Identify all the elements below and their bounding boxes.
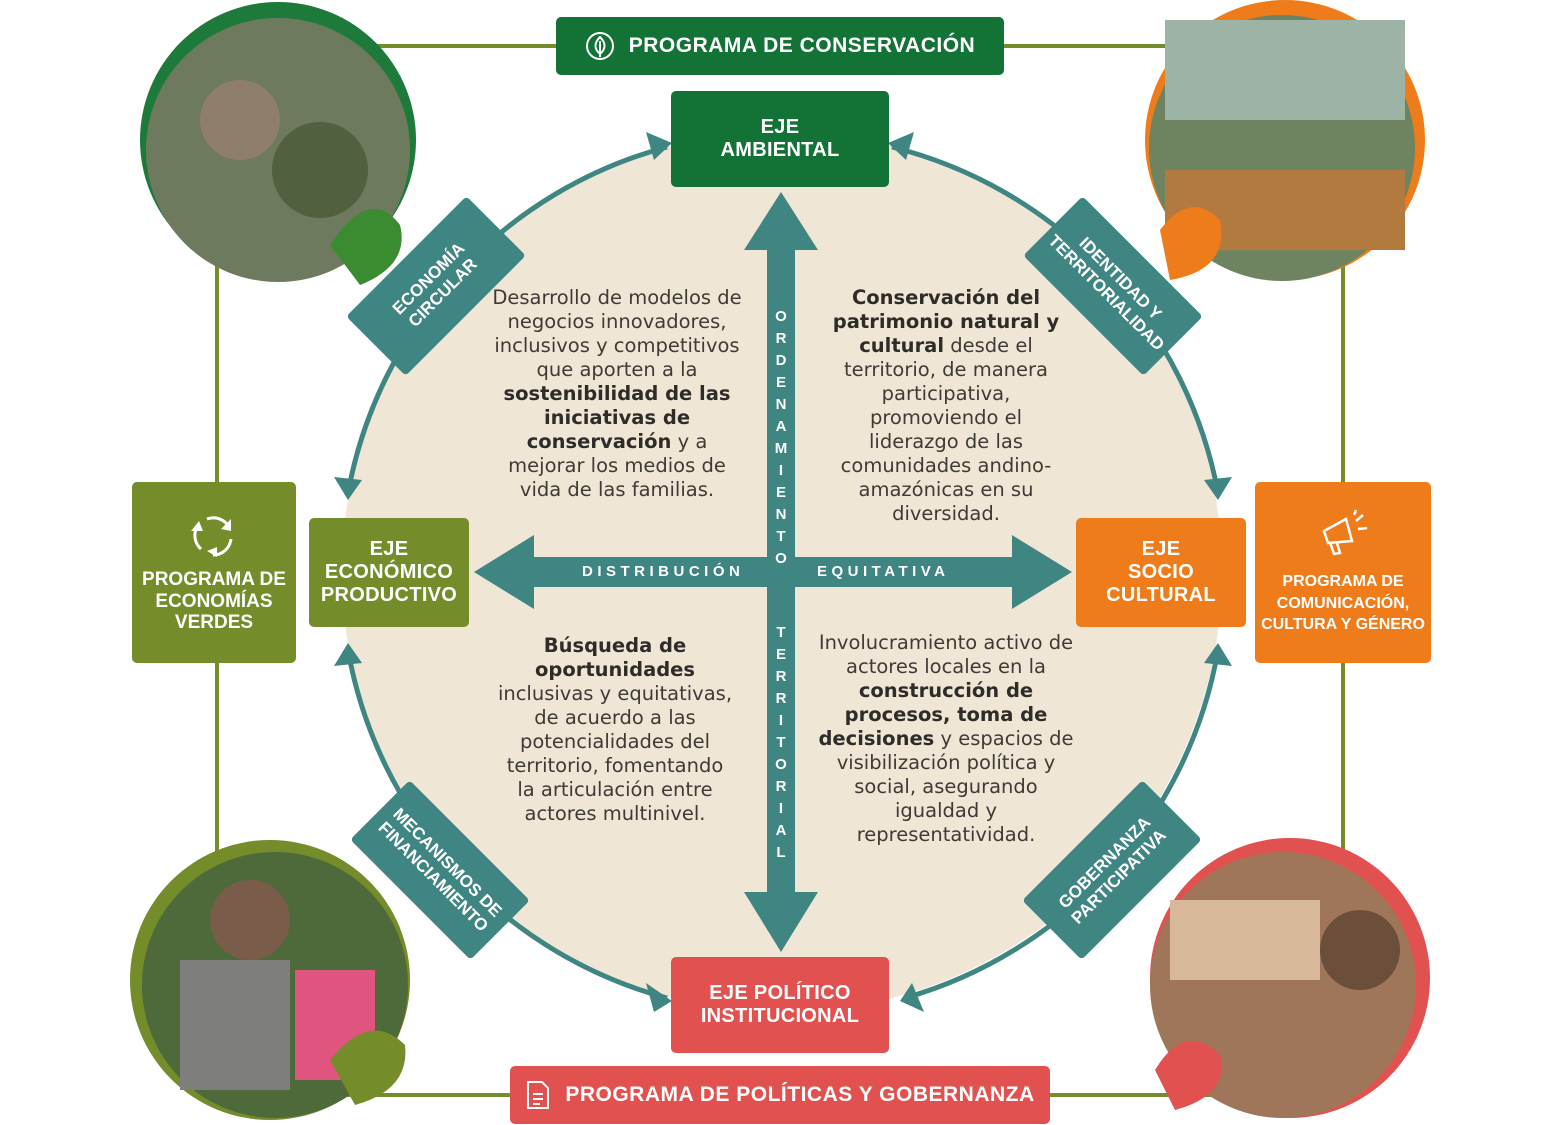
program-economias-verdes: PROGRAMA DE ECONOMÍAS VERDES (132, 482, 296, 663)
link-box-top-left (347, 197, 525, 375)
vertical-letter: T (776, 734, 786, 751)
desc-bottom-left: Búsqueda de oportunidades inclusivas y e… (495, 634, 735, 826)
desc-text: Involucramiento activo de actores locale… (818, 631, 1074, 678)
vertical-letter: R (775, 778, 787, 795)
link-box-bottom-left (351, 781, 529, 959)
vertical-letter: I (778, 712, 784, 729)
photo-top-right (1145, 0, 1425, 281)
program-politicas-gobernanza: PROGRAMA DE POLÍTICAS Y GOBERNANZA (510, 1066, 1050, 1124)
vertical-letter: D (775, 352, 787, 369)
vertical-letter: O (775, 308, 787, 325)
photo-bottom-left (130, 840, 410, 1120)
megaphone-icon (1316, 509, 1370, 559)
desc-text: desde el territorio, de manera participa… (840, 334, 1052, 525)
desc-text: y a mejorar los medios de vida de las fa… (508, 430, 726, 501)
desc-top-right: Conservación del patrimonio natural y cu… (826, 286, 1066, 526)
desc-bottom-right: Involucramiento activo de actores locale… (815, 631, 1077, 847)
desc-text: y espacios de visibilización política y … (836, 727, 1074, 846)
desc-highlight: construcción de procesos, toma de decisi… (818, 679, 1048, 750)
link-box-bottom-right (1023, 781, 1201, 959)
desc-highlight: Búsqueda de oportunidades (534, 634, 696, 681)
vertical-letter: T (776, 624, 786, 641)
vertical-letter: M (774, 440, 788, 457)
vertical-letter: L (776, 844, 786, 861)
cross-arrows (474, 192, 1072, 952)
recycle-icon (189, 511, 239, 559)
vertical-letter: T (776, 528, 786, 545)
vertical-letter: R (775, 668, 787, 685)
desc-text: Desarrollo de modelos de negocios innova… (492, 286, 742, 381)
label-equitativa: EQUITATIVA (817, 563, 950, 580)
vertical-letter: I (778, 462, 784, 479)
vertical-letter: A (775, 418, 787, 435)
vertical-letter: I (778, 800, 784, 817)
vertical-letter: N (775, 506, 787, 523)
desc-text: inclusivas y equitativas, de acuerdo a l… (497, 682, 733, 825)
cycle-arrowheads (334, 132, 1232, 1012)
vertical-letter: E (775, 374, 786, 391)
photo-top-left (140, 2, 416, 285)
document-icon (525, 1080, 551, 1110)
desc-highlight: sostenibilidad de las iniciativas de con… (503, 382, 731, 453)
vertical-letter: E (775, 646, 786, 663)
desc-top-left: Desarrollo de modelos de negocios innova… (492, 286, 742, 502)
vertical-letter: R (775, 330, 787, 347)
vertical-letter: N (775, 396, 787, 413)
vertical-letter: R (775, 690, 787, 707)
photo-bottom-right (1150, 838, 1430, 1118)
link-box-top-right (1024, 197, 1202, 375)
vertical-letter: O (775, 756, 787, 773)
label-distribucion: DISTRIBUCIÓN (582, 563, 745, 580)
desc-highlight: Conservación del patrimonio natural y cu… (832, 286, 1060, 357)
vertical-letter: O (775, 550, 787, 567)
program-conservacion: PROGRAMA DE CONSERVACIÓN (556, 17, 1004, 75)
vertical-letter: E (775, 484, 786, 501)
leaf-icon (585, 31, 615, 61)
program-comunicacion-cultura-genero: PROGRAMA DE COMUNICACIÓN, CULTURA Y GÉNE… (1255, 482, 1431, 663)
vertical-letter: A (775, 822, 787, 839)
